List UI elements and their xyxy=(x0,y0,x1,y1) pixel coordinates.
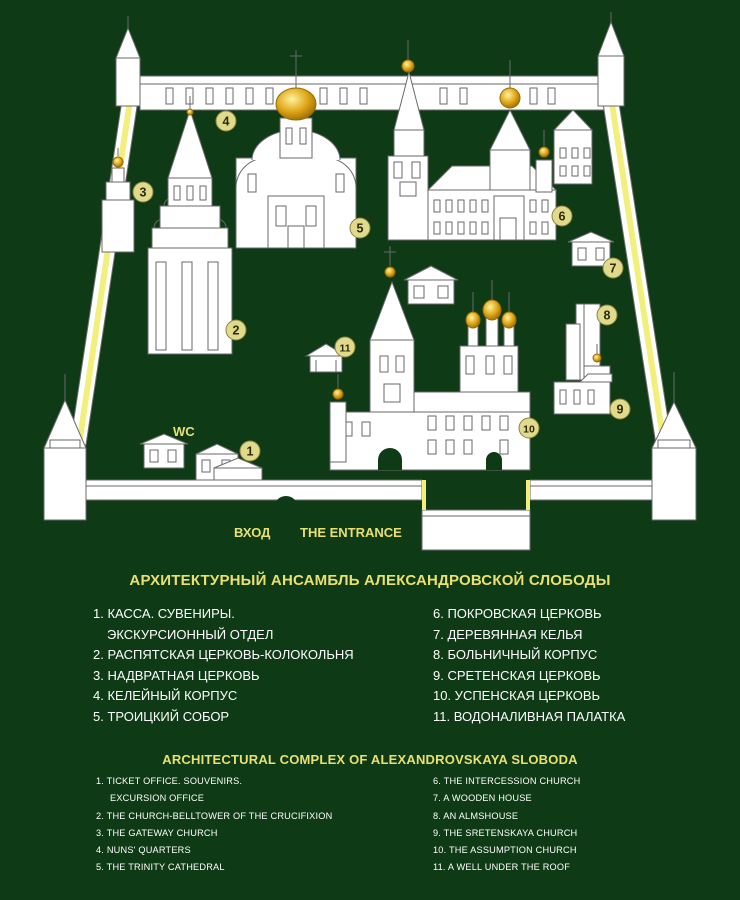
sretenskaya-church xyxy=(553,344,613,415)
legend-item: 6. ПОКРОВСКАЯ ЦЕРКОВЬ xyxy=(433,606,602,621)
legend-item: 10. THE ASSUMPTION CHURCH xyxy=(433,845,577,856)
legend-title-ru: АРХИТЕКТУРНЫЙ АНСАМБЛЬ АЛЕКСАНДРОВСКОЙ С… xyxy=(129,572,611,589)
svg-text:10: 10 xyxy=(523,424,535,436)
svg-text:3: 3 xyxy=(140,186,147,200)
map-marker-1: 1 xyxy=(239,440,261,462)
monastery-map: WC ВХОД THE ENTRANCE 1 2 3 4 5 6 7 8 9 10 11 xyxy=(43,12,697,551)
legend-item: 11. ВОДОНАЛИВНАЯ ПАЛАТКА xyxy=(433,708,626,724)
ticket-office xyxy=(195,443,263,481)
legend-item: 5. ТРОИЦКИЙ СОБОР xyxy=(93,708,230,724)
svg-text:4: 4 xyxy=(223,115,230,129)
map-markers: 1 2 3 4 5 6 7 8 9 10 11 xyxy=(132,110,631,462)
legend-item: 1. TICKET OFFICE. SOUVENIRS. xyxy=(96,776,243,786)
svg-text:5: 5 xyxy=(357,222,364,236)
svg-text:7: 7 xyxy=(610,262,617,276)
legend-item: 9. THE SRETENSKAYA CHURCH xyxy=(433,827,578,838)
entrance-label-en: THE ENTRANCE xyxy=(300,525,402,540)
wc-building xyxy=(139,433,189,469)
map-marker-3: 3 xyxy=(132,181,154,203)
legend-item: 8. БОЛЬНИЧНЫЙ КОРПУС xyxy=(433,647,598,663)
legend-item: EXCURSION OFFICE xyxy=(110,793,205,804)
map-marker-2: 2 xyxy=(225,319,247,341)
legend-item: 5. THE TRINITY CATHEDRAL xyxy=(96,862,225,873)
legend-ru-right: 6. ПОКРОВСКАЯ ЦЕРКОВЬ 7. ДЕРЕВЯННАЯ КЕЛЬ… xyxy=(433,604,625,728)
map-marker-4: 4 xyxy=(215,110,237,132)
church-belltower xyxy=(147,96,233,355)
map-marker-10: 10 xyxy=(518,417,540,439)
legend-item: 9. СРЕТЕНСКАЯ ЦЕРКОВЬ xyxy=(433,667,601,683)
legend-title-en: ARCHITECTURAL COMPLEX OF ALEXANDROVSKAYA… xyxy=(162,752,578,767)
tower-southwest xyxy=(43,374,87,521)
wc-label: WC xyxy=(173,424,195,439)
tower-southeast xyxy=(651,372,697,521)
svg-text:11: 11 xyxy=(339,343,350,355)
legend-item: 7. ДЕРЕВЯННАЯ КЕЛЬЯ xyxy=(433,626,583,642)
trinity-cathedral xyxy=(235,50,357,249)
legend-item: 8. AN ALMSHOUSE xyxy=(433,810,519,821)
legend-en-left: 1. TICKET OFFICE. SOUVENIRS. EXCURSION O… xyxy=(96,773,332,877)
legend-item: 11. A WELL UNDER THE ROOF xyxy=(433,862,571,873)
svg-text:9: 9 xyxy=(617,403,624,417)
tower-northeast xyxy=(597,12,625,107)
map-marker-5: 5 xyxy=(349,217,371,239)
map-marker-9: 9 xyxy=(609,398,631,420)
svg-text:6: 6 xyxy=(559,210,566,224)
legend-item: 6. THE INTERCESSION CHURCH xyxy=(433,776,581,786)
map-marker-7: 7 xyxy=(602,257,624,279)
legend-item: 2. РАСПЯТСКАЯ ЦЕРКОВЬ-КОЛОКОЛЬНЯ xyxy=(93,647,354,663)
legend-item: 2. THE CHURCH-BELLTOWER OF THE CRUCIFIXI… xyxy=(96,810,333,821)
map-marker-8: 8 xyxy=(596,304,618,326)
legend-item: 4. КЕЛЕЙНЫЙ КОРПУС xyxy=(93,688,238,704)
svg-text:2: 2 xyxy=(233,324,240,338)
entrance-label-ru: ВХОД xyxy=(234,525,271,540)
svg-text:1: 1 xyxy=(247,445,254,459)
north-wall xyxy=(139,75,611,111)
legend-item: 4. NUNS' QUARTERS xyxy=(96,845,191,856)
legend-item: ЭКСКУРСИОННЫЙ ОТДЕЛ xyxy=(107,626,274,642)
legend-ru-left: 1. КАССА. СУВЕНИРЫ. ЭКСКУРСИОННЫЙ ОТДЕЛ … xyxy=(93,604,354,728)
tower-northwest xyxy=(115,16,141,107)
assumption-church xyxy=(329,246,531,471)
legend-item: 10. УСПЕНСКАЯ ЦЕРКОВЬ xyxy=(433,688,601,704)
map-marker-11: 11 xyxy=(334,336,356,358)
legend-item: 1. КАССА. СУВЕНИРЫ. xyxy=(93,606,235,621)
map-marker-6: 6 xyxy=(551,205,573,227)
legend-item: 7. A WOODEN HOUSE xyxy=(433,793,532,804)
legend-item: 3. THE GATEWAY CHURCH xyxy=(96,827,218,838)
legend-item: 3. НАДВРАТНАЯ ЦЕРКОВЬ xyxy=(93,667,260,683)
wooden-house xyxy=(567,231,615,267)
legend-en-right: 6. THE INTERCESSION CHURCH 7. A WOODEN H… xyxy=(433,773,580,877)
small-house xyxy=(403,265,459,305)
gateway-church xyxy=(101,148,135,253)
svg-text:8: 8 xyxy=(604,309,611,323)
